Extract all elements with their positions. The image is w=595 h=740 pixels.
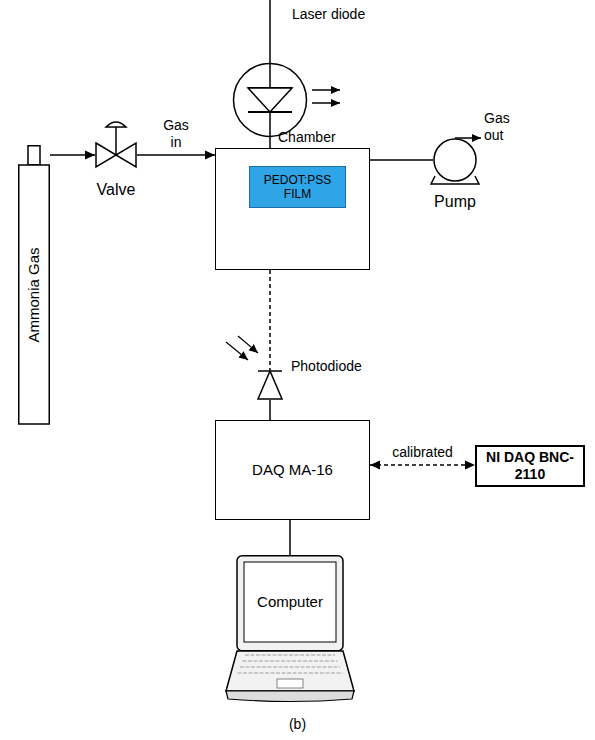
photodiode-triangle	[258, 371, 282, 399]
node-photodiode: Photodiode	[257, 370, 283, 400]
pump-base	[431, 176, 479, 184]
laptop-front	[226, 691, 354, 702]
flow-note: Gas out	[484, 110, 520, 144]
component-label: Laser diode	[292, 6, 365, 23]
laptop-illustration	[225, 555, 355, 707]
keyboard-row	[243, 661, 338, 662]
valve-handle	[106, 122, 126, 127]
laptop-base	[226, 651, 354, 691]
daq-label: NI DAQ BNC-2110	[483, 449, 577, 483]
figure-caption: (b)	[0, 716, 595, 733]
node-laser: Laser diode	[232, 62, 308, 138]
node-valve: Valve	[95, 118, 137, 170]
dashed-connector	[370, 464, 475, 466]
pump-symbol	[433, 138, 477, 182]
pump-circle	[434, 139, 476, 181]
node-film: PEDOT:PSS FILM	[249, 166, 346, 208]
laptop-lid	[237, 556, 343, 651]
dashed-connector	[269, 270, 271, 370]
cylinder-body	[19, 165, 50, 424]
outlet-arrow	[455, 137, 481, 139]
connector	[269, 138, 271, 148]
connector	[137, 154, 215, 156]
cylinder-label: Ammonia Gas	[25, 247, 43, 342]
connector	[269, 400, 271, 420]
component-label: Chamber	[278, 129, 336, 146]
node-daq: DAQ MA-16	[215, 420, 370, 520]
valve-symbol	[95, 118, 137, 170]
node-chamber: ChamberPEDOT:PSS FILM	[215, 148, 370, 270]
laser-diode-symbol	[232, 62, 308, 138]
component-label: Photodiode	[291, 358, 362, 375]
keyboard-row	[240, 667, 340, 668]
edge-label: calibrated	[378, 444, 468, 461]
emission-arrow	[312, 89, 340, 91]
node-pump: Pump	[433, 138, 477, 182]
node-laptop: Computer	[225, 555, 355, 707]
connector	[50, 154, 95, 156]
keyboard-row	[245, 655, 335, 656]
valve-body	[96, 143, 136, 167]
supply-wire	[269, 0, 271, 62]
diode-triangle	[248, 88, 292, 112]
photodiode-symbol	[257, 370, 283, 400]
film-label: PEDOT:PSS FILM	[254, 173, 341, 202]
edge-label: Gas in	[156, 117, 196, 151]
screen-label: Computer	[257, 593, 323, 611]
connector	[370, 159, 433, 161]
light-arrow	[226, 342, 248, 360]
valve-stem	[115, 126, 117, 155]
diode-bar	[248, 111, 292, 113]
node-cylinder: Ammonia Gas	[18, 145, 50, 425]
component-label: Valve	[97, 180, 136, 199]
laptop-screen	[244, 562, 336, 642]
laptop-touchpad	[277, 679, 303, 688]
component-label: Pump	[434, 192, 476, 211]
node-nidaq: NI DAQ BNC-2110	[475, 445, 585, 487]
connector	[289, 520, 291, 555]
keyboard-row	[238, 673, 343, 674]
emission-arrow	[312, 102, 340, 104]
light-arrow	[238, 336, 258, 353]
daq-label: DAQ MA-16	[252, 461, 333, 479]
cylinder-nozzle	[28, 146, 40, 165]
